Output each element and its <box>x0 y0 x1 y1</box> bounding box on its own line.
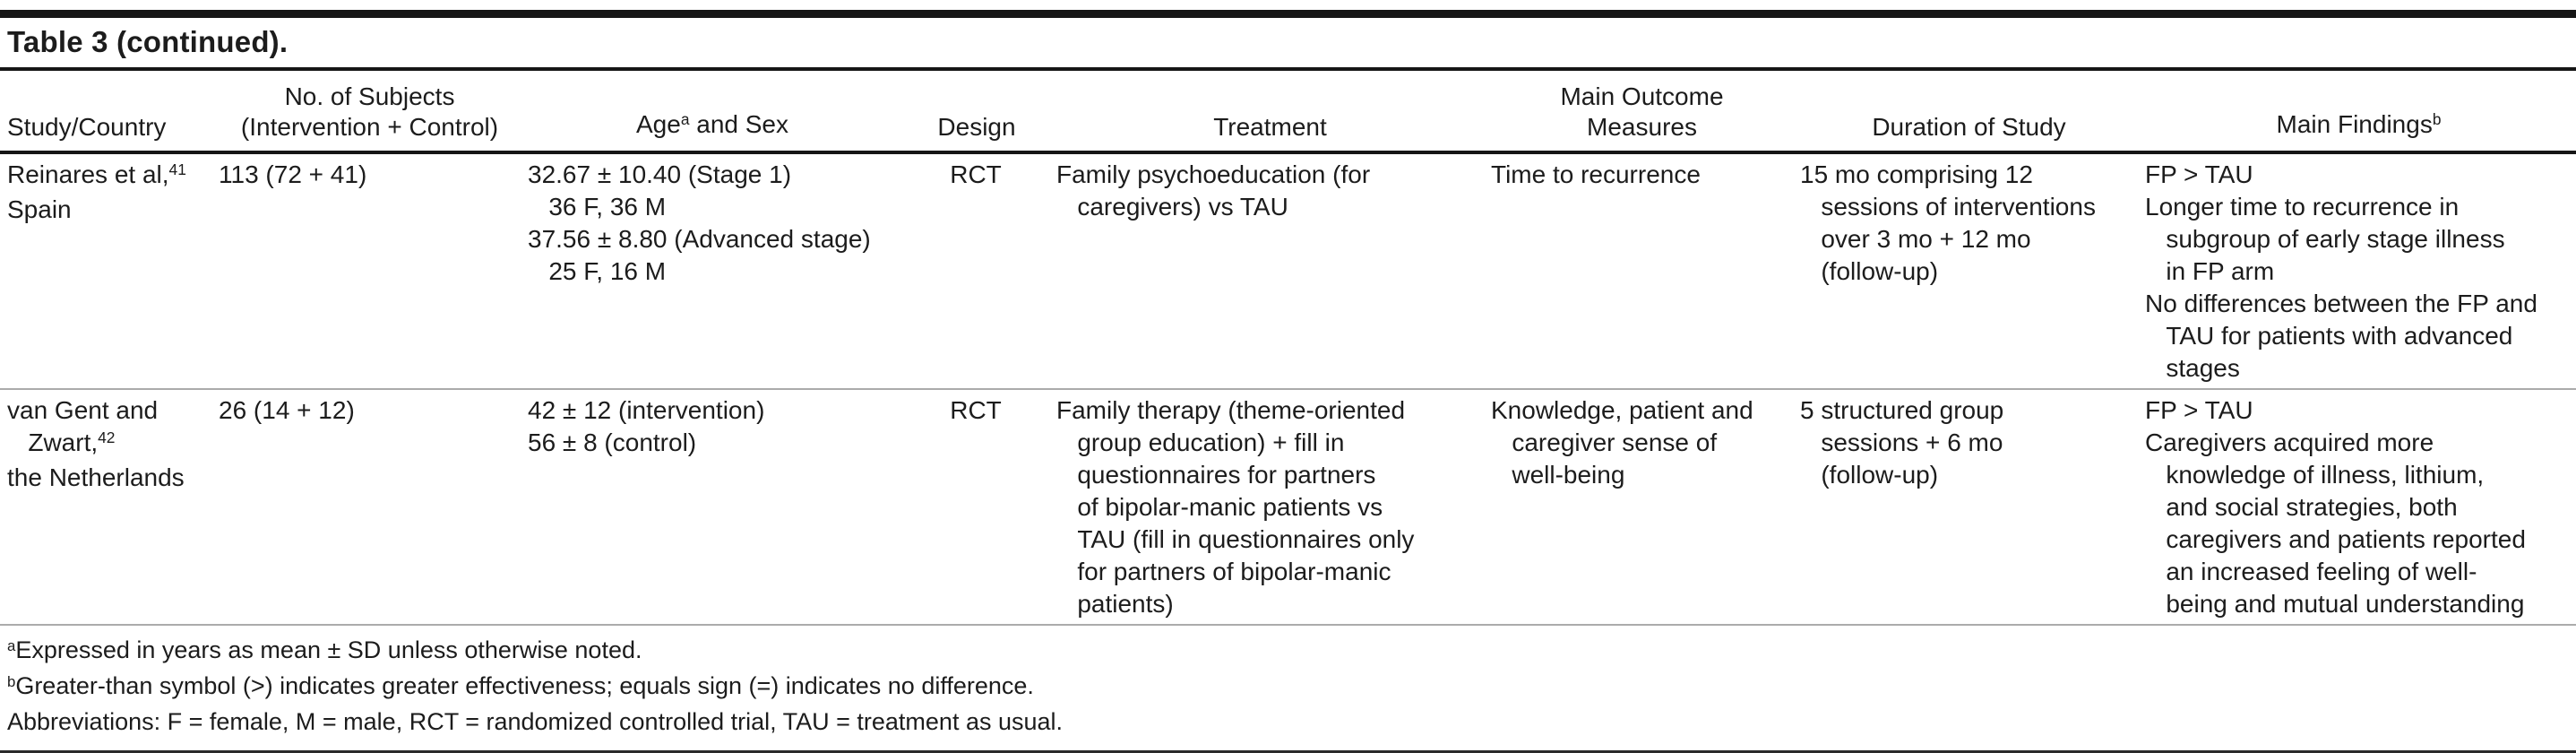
table-row-van-gent: van Gent and Zwart,42 the Netherlands 26… <box>0 388 2576 626</box>
col-header-no-of-subjects: No. of Subjects (Intervention + Control) <box>215 71 524 154</box>
footnotes-block: aExpressed in years as mean ± SD unless … <box>0 626 2576 747</box>
cell-design: RCT <box>900 388 1053 626</box>
table-title: Table 3 (continued). <box>7 25 289 58</box>
col-header-main-outcome-measures: Main Outcome Measures <box>1487 71 1796 154</box>
col-header-design: Design <box>900 71 1053 154</box>
cell-main-outcome-measures: Knowledge, patient and caregiver sense o… <box>1487 388 1796 626</box>
cell-main-outcome-measures: Time to recurrence <box>1491 160 1701 188</box>
cell-treatment: Family psychoeducation (for caregivers) … <box>1056 160 1371 221</box>
col-header-age-and-sex: Agea and Sex <box>524 71 900 154</box>
cell-no-of-subjects: 26 (14 + 12) <box>215 388 524 626</box>
cell-study-country: van Gent and Zwart,42 the Netherlands <box>0 388 215 626</box>
top-rule <box>0 10 2576 18</box>
col-header-main-findings: Main Findingsb <box>2141 71 2576 154</box>
col-header-duration-of-study: Duration of Study <box>1796 71 2141 154</box>
table-row-reinares: Reinares et al,41 Spain 113 (72 + 41) 32… <box>0 152 2576 389</box>
cell-duration-of-study: 5 structured group sessions + 6 mo (foll… <box>1796 388 2141 626</box>
footnote-b: bGreater-than symbol (>) indicates great… <box>7 672 1034 699</box>
cell-treatment: Family therapy (theme-oriented group edu… <box>1053 388 1487 626</box>
footnote-a: aExpressed in years as mean ± SD unless … <box>7 636 642 663</box>
title-rule <box>0 67 2576 71</box>
header-row: Study/Country No. of Subjects (Intervent… <box>0 71 2576 154</box>
cell-design: RCT <box>950 160 1002 188</box>
col-header-treatment: Treatment <box>1053 71 1487 154</box>
study-table: Study/Country No. of Subjects (Intervent… <box>0 71 2576 626</box>
cell-main-findings: FP > TAU Caregivers acquired more knowle… <box>2141 388 2576 626</box>
footnote-abbreviations: Abbreviations: F = female, M = male, RCT… <box>7 708 1064 735</box>
cell-duration-of-study: 15 mo comprising 12 sessions of interven… <box>1800 160 2096 285</box>
cell-study-country: Reinares et al,41 Spain <box>7 160 186 223</box>
cell-age-and-sex: 42 ± 12 (intervention) 56 ± 8 (control) <box>524 388 900 626</box>
cell-main-findings: FP > TAU Longer time to recurrence in su… <box>2145 160 2537 382</box>
col-header-study-country: Study/Country <box>0 71 215 154</box>
paper-table-page: Table 3 (continued). Study/Country No. o… <box>0 10 2576 753</box>
cell-no-of-subjects: 113 (72 + 41) <box>219 160 367 188</box>
cell-age-and-sex: 32.67 ± 10.40 (Stage 1) 36 F, 36 M 37.56… <box>528 160 871 285</box>
